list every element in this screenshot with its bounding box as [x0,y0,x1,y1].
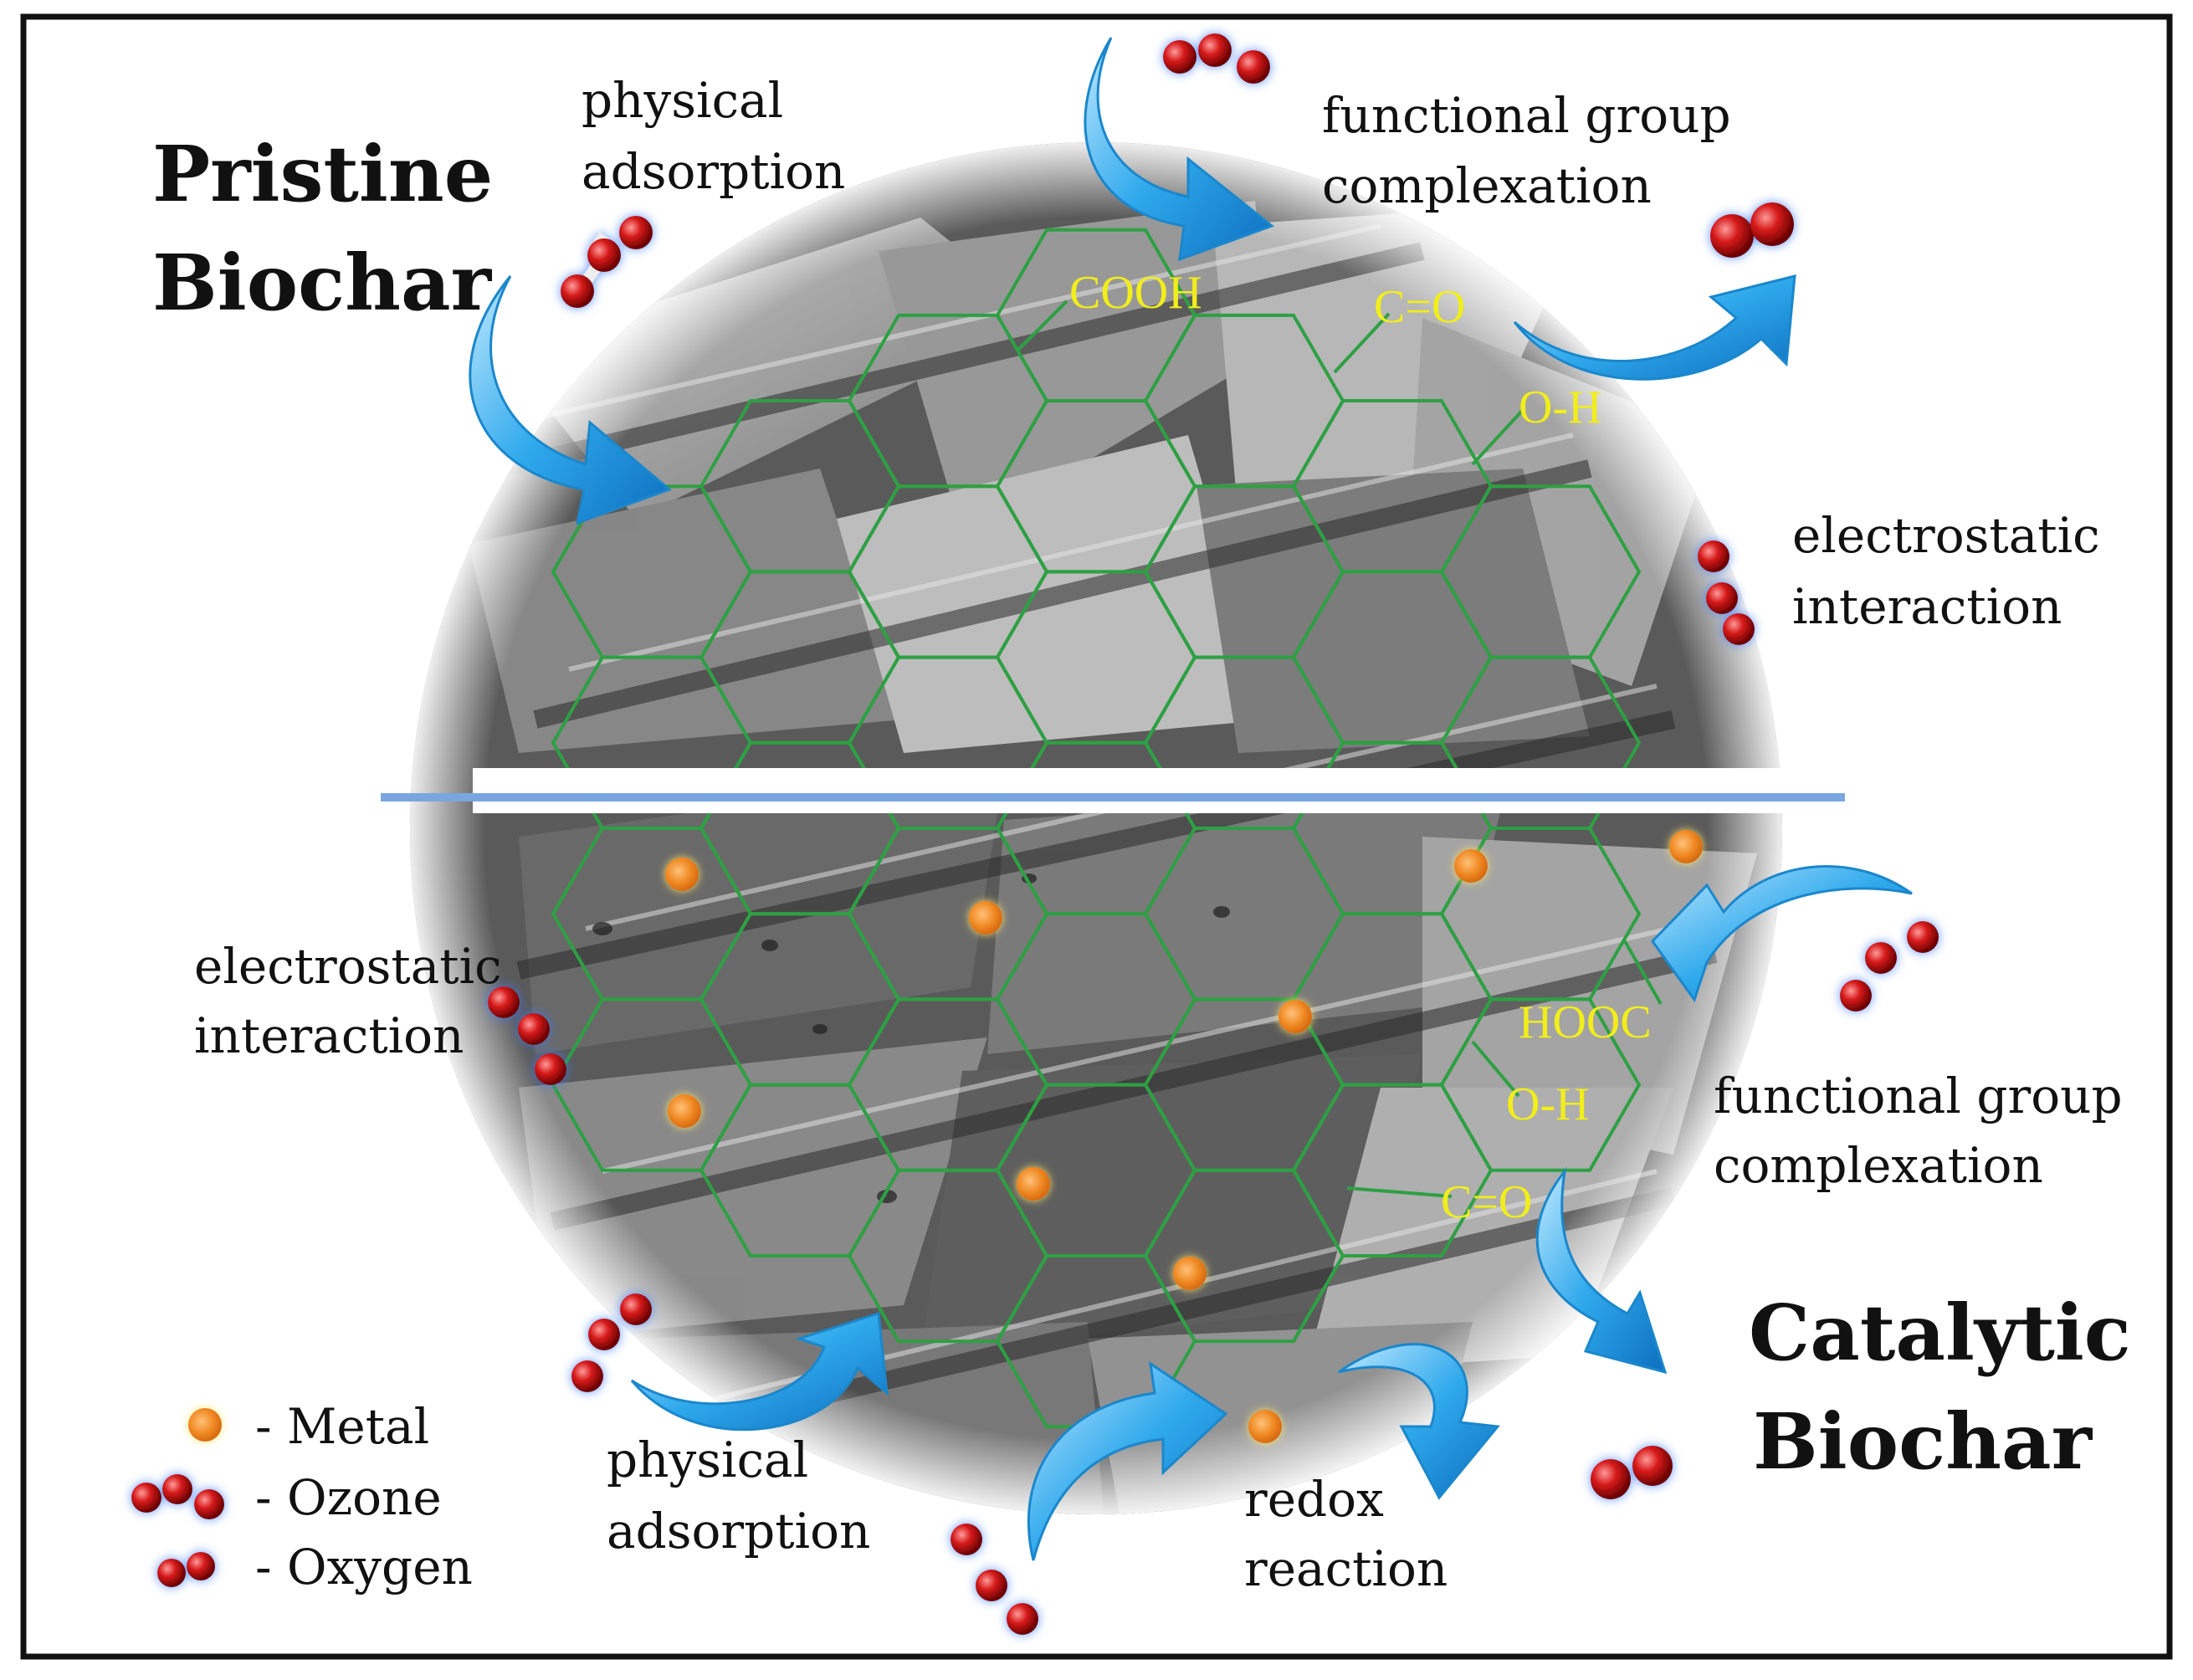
ozone-molecule [950,1524,1038,1635]
metal-particle [1173,1257,1207,1290]
oxygen-molecule [1591,1446,1673,1499]
metal-particle [1278,1000,1312,1033]
label-functional-group-catalytic-1: functional group [1714,1068,2123,1124]
mechanism-arrows [469,37,1913,1561]
label-physical-adsorption-pristine-2: adsorption [582,143,845,200]
chem-oh-bottom: O-H [1506,1078,1590,1130]
metal-particle [665,858,699,891]
arrow-redox-in [1027,1360,1228,1561]
metal-particle [1248,1410,1282,1443]
label-redox-1: redox [1244,1471,1384,1528]
oxygen-molecule [1710,202,1794,258]
arrow-oxygen-release-pristine [1513,274,1796,381]
oxygen-icon [157,1552,215,1587]
arrow-physical-adsorption-catalytic [630,1312,889,1432]
metal-particle [1454,849,1488,883]
metal-particles [665,830,1703,1443]
ozone-molecule [1840,921,1939,1012]
catalytic-title-line2: Biochar [1753,1396,2093,1487]
ozone-molecule [488,986,566,1085]
chem-co-top: C=O [1374,281,1465,333]
legend: - Metal - Ozone - Oxygen [131,1398,473,1595]
hexagonal-carbon-lattice [551,228,1642,1429]
metal-icon [188,1408,222,1442]
chem-cooh-top: COOH [1069,267,1202,319]
catalytic-title-line1: Catalytic [1749,1288,2131,1378]
metal-particle [668,1094,701,1128]
label-physical-adsorption-catalytic-2: adsorption [607,1503,870,1560]
legend-metal-label: - Metal [255,1398,429,1455]
pristine-title-line1: Pristine [152,129,493,219]
arrow-functional-group-catalytic [1651,865,1913,1003]
metal-particle [969,901,1002,935]
lattice-hexagon [1439,997,1642,1172]
pristine-catalytic-divider [381,768,1845,813]
label-functional-group-catalytic-2: complexation [1714,1137,2043,1194]
arrow-redox-out [1338,1343,1500,1500]
legend-oxygen: - Oxygen [157,1539,473,1595]
arrow-physical-adsorption-pristine [469,275,672,525]
functional-group-bonds [1015,300,1663,1198]
ozone-molecule [571,1293,652,1392]
legend-ozone-label: - Ozone [255,1469,442,1526]
label-electrostatic-pristine-2: interaction [1792,578,2062,635]
pristine-biochar-title: Pristine Biochar [152,129,493,328]
catalytic-biochar-title: Catalytic Biochar [1749,1288,2131,1487]
ozone-molecule [1698,540,1755,645]
ozone-molecule [561,216,653,308]
metal-particle [1017,1167,1050,1201]
ozone-molecule [1163,33,1270,84]
label-electrostatic-pristine-1: electrostatic [1792,507,2100,564]
chem-oh-top: O-H [1519,382,1602,433]
metal-particle [1669,830,1703,863]
legend-metal: - Metal [188,1398,429,1455]
sem-micrograph [410,142,1782,1514]
ozone-icon [131,1474,224,1519]
legend-oxygen-label: - Oxygen [255,1539,473,1595]
arrow-oxygen-release-catalytic-right [1535,1166,1668,1375]
arrow-functional-group-pristine [1084,37,1275,262]
label-functional-group-pristine-2: complexation [1322,157,1652,214]
label-functional-group-pristine-1: functional group [1322,87,1731,144]
chem-co-bottom: C=O [1441,1176,1532,1228]
label-electrostatic-catalytic-1: electrostatic [194,938,502,995]
pristine-title-line2: Biochar [152,238,493,328]
label-electrostatic-catalytic-2: interaction [194,1007,464,1064]
chem-hooc-bottom: HOOC [1519,996,1652,1048]
label-redox-2: reaction [1244,1540,1447,1597]
molecules [488,33,1939,1635]
chemical-group-labels: COOH C=O O-H HOOC O-H C=O [1069,267,1652,1228]
label-physical-adsorption-catalytic-1: physical [607,1432,808,1488]
legend-ozone: - Ozone [131,1469,442,1526]
label-physical-adsorption-pristine-1: physical [582,72,783,129]
